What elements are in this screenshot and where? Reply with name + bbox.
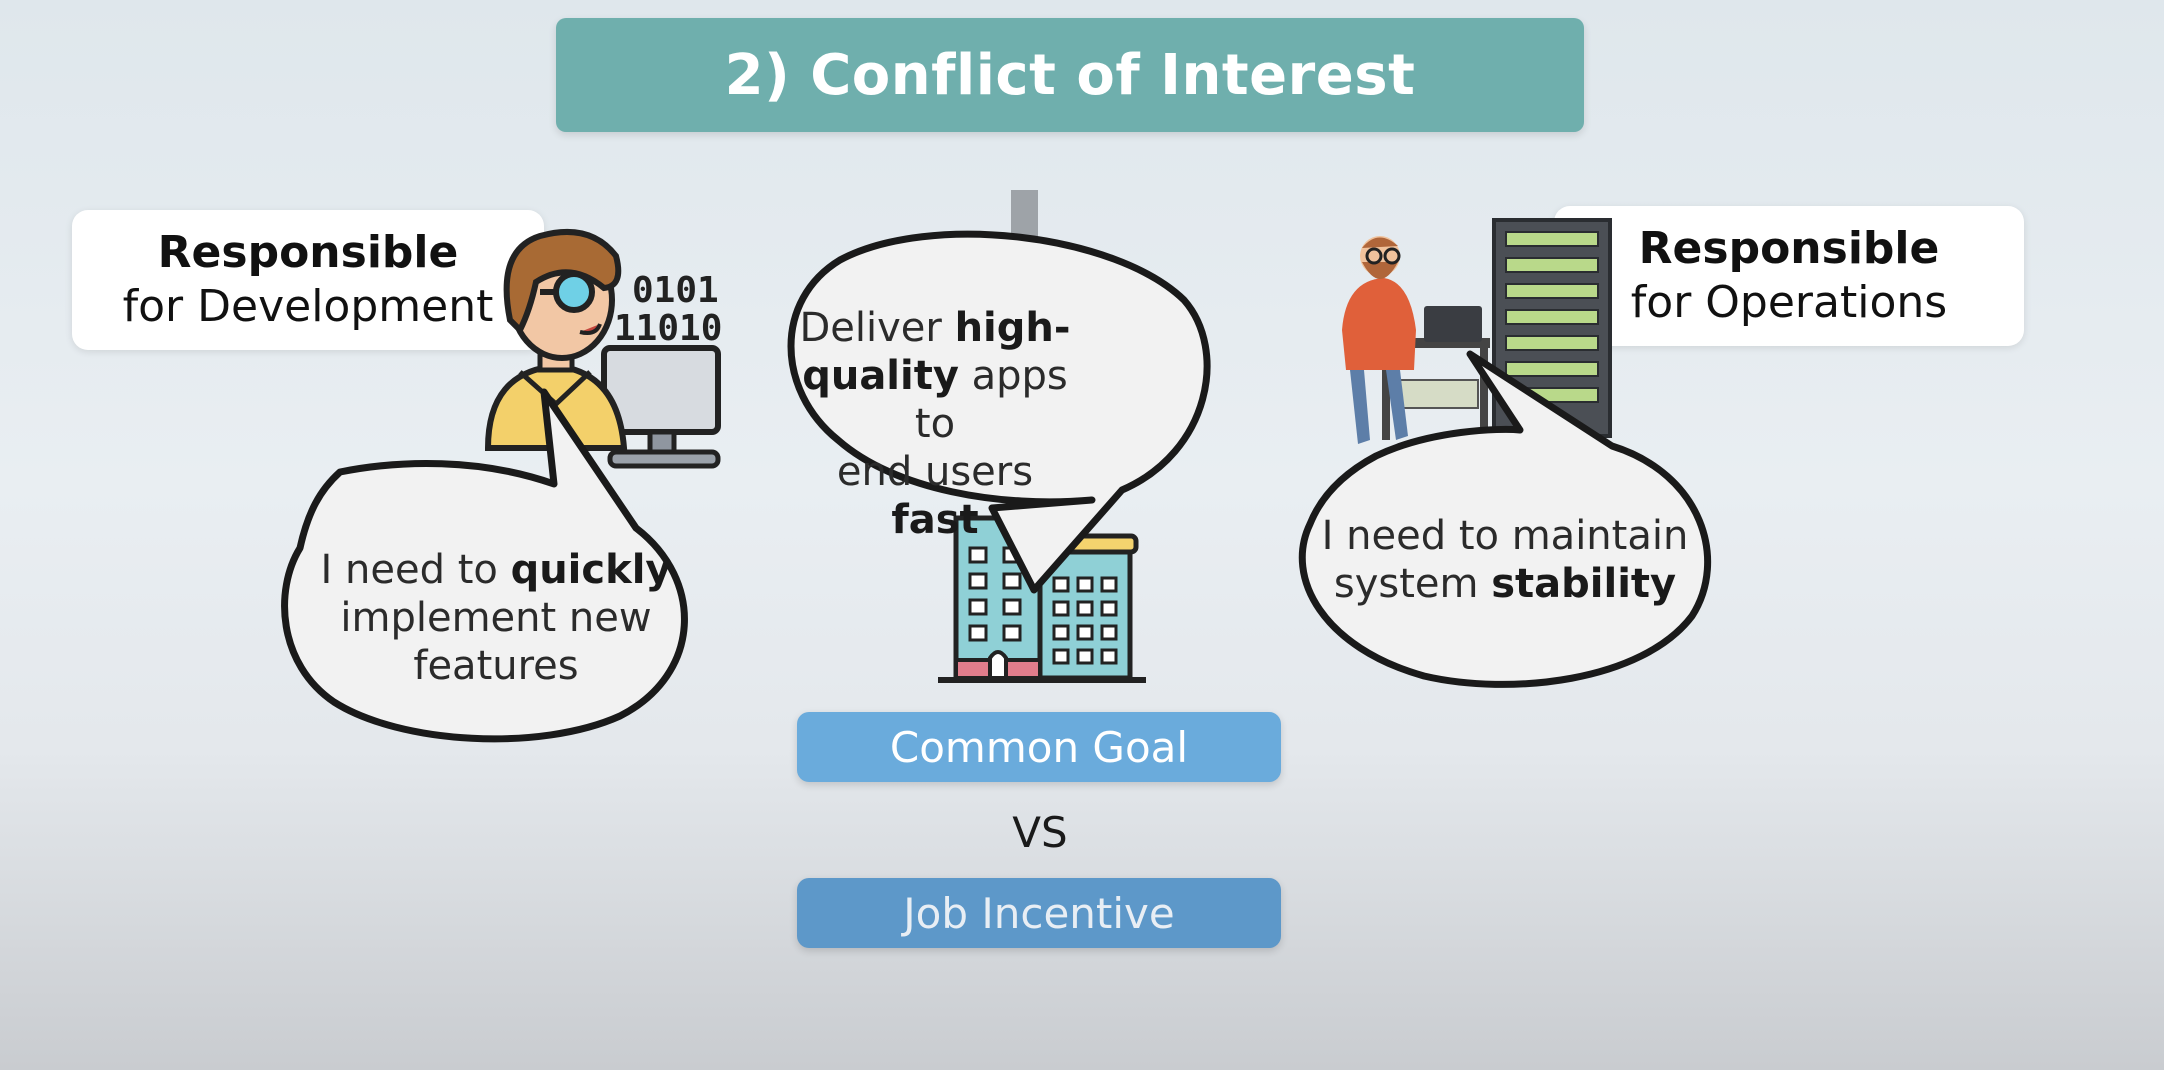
ops-card-line2: for Operations [1630,277,1948,328]
server-rack-icon [1492,218,1612,438]
code-row-2: 11010 [614,308,722,349]
ops-card-line1: Responsible [1638,223,1940,274]
dev-text-3: features [413,643,579,689]
dev-text-2: implement new [340,595,652,641]
operations-role-card: Responsible for Operations [1554,206,2024,346]
office-building-icon [938,515,1146,683]
ops-text-2: system [1333,561,1492,607]
ops-text-1: I need to maintain [1321,513,1689,559]
center-bold-3: fast [891,497,979,543]
ops-bold-1: stability [1491,561,1677,607]
dev-speech-bubble [281,388,688,743]
dev-bold-1: quickly [510,547,672,593]
vs-label: VS [1012,808,1068,857]
ops-bubble-text: I need to maintain system stability [1310,512,1700,608]
center-speech-bubble [787,230,1211,594]
center-text-2: apps to [914,353,1068,447]
center-text-3: end users [836,449,1034,495]
center-bubble-text: Deliver high- quality apps to end users … [790,304,1080,544]
dev-bubble-text: I need to quickly implement new features [316,546,676,690]
common-goal-label: Common Goal [797,712,1281,782]
center-text-1: Deliver [799,305,955,351]
development-role-card: Responsible for Development [72,210,544,350]
dev-card-line1: Responsible [157,227,459,278]
dev-card-line2: for Development [122,281,494,332]
title-banner: 2) Conflict of Interest [556,18,1584,132]
dev-text-1: I need to [320,547,511,593]
center-bold-1: high- [954,305,1071,351]
code-row-1: 0101 [632,270,719,311]
ops-speech-bubble [1298,350,1712,688]
center-bold-2: quality [802,353,959,399]
page-title: 2) Conflict of Interest [724,42,1416,108]
developer-icon [484,228,721,469]
operations-engineer-icon [1342,236,1490,444]
job-incentive-label: Job Incentive [797,878,1281,948]
